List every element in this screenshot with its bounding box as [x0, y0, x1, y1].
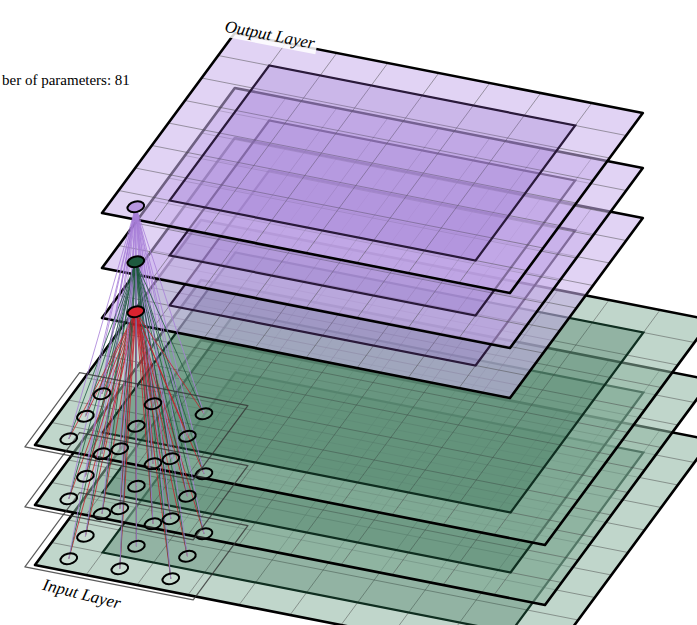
neuron-circle [178, 489, 197, 503]
plane-border [102, 33, 643, 293]
neuron-circle [127, 479, 146, 493]
neuron-circle [126, 200, 145, 214]
neuron-circle [76, 529, 95, 543]
parameter-count: ber of parameters: 81 [2, 72, 130, 89]
kernel-wire [69, 262, 136, 439]
neuron-circle [161, 452, 180, 466]
neuron-circle [127, 419, 146, 433]
kernel-wire [102, 207, 136, 394]
inner-region [170, 66, 576, 261]
kernel-wire [136, 207, 204, 414]
neuron-circle [92, 387, 111, 401]
kernel-outline [25, 373, 248, 480]
kernel-wire [136, 262, 204, 414]
neuron-circle [59, 492, 78, 506]
plane-fill [102, 33, 643, 293]
kernel-wire [136, 262, 188, 437]
kernel-wire [136, 312, 204, 414]
kernel-wire [69, 207, 136, 439]
kernel-cells [25, 200, 248, 600]
neuron-circle [178, 429, 197, 443]
neuron-circle [127, 539, 146, 553]
feature-planes [35, 33, 697, 625]
kernel-wire [69, 262, 136, 559]
neuron-circle [126, 305, 145, 319]
kernel-wire [136, 312, 188, 437]
layer-plane [102, 33, 643, 293]
neuron-circle [143, 457, 162, 471]
kernel-wire [120, 207, 136, 449]
kernel-wire [69, 262, 136, 499]
kernel-wire [136, 207, 188, 497]
kernel-wire [69, 207, 136, 559]
neuron-circle [59, 432, 78, 446]
kernel-wire [69, 207, 136, 499]
kernel-wire [85, 262, 135, 417]
kernel-outline [25, 433, 248, 540]
neuron-circle [92, 507, 111, 521]
neuron-circle [59, 552, 78, 566]
kernel-wire [136, 262, 204, 474]
neuron-circle [143, 517, 162, 531]
neuron-circle [143, 397, 162, 411]
neuron-circle [161, 572, 180, 586]
kernel-wire [136, 207, 204, 474]
neuron-circle [126, 255, 145, 269]
kernel-wire [85, 312, 135, 477]
neuron-circle [92, 447, 111, 461]
kernel-wire [136, 207, 188, 436]
neuron-circle [110, 562, 129, 576]
neuron-circle [110, 502, 129, 516]
neuron-circle [110, 442, 129, 456]
kernel-wire [136, 312, 153, 404]
neuron-circle [76, 409, 95, 423]
neuron-circle [178, 549, 197, 563]
kernel-wire [136, 207, 204, 534]
kernel-wire [102, 207, 136, 454]
neuron-circle [194, 407, 213, 421]
neuron-circle [76, 469, 95, 483]
neuron-circle [161, 512, 180, 526]
